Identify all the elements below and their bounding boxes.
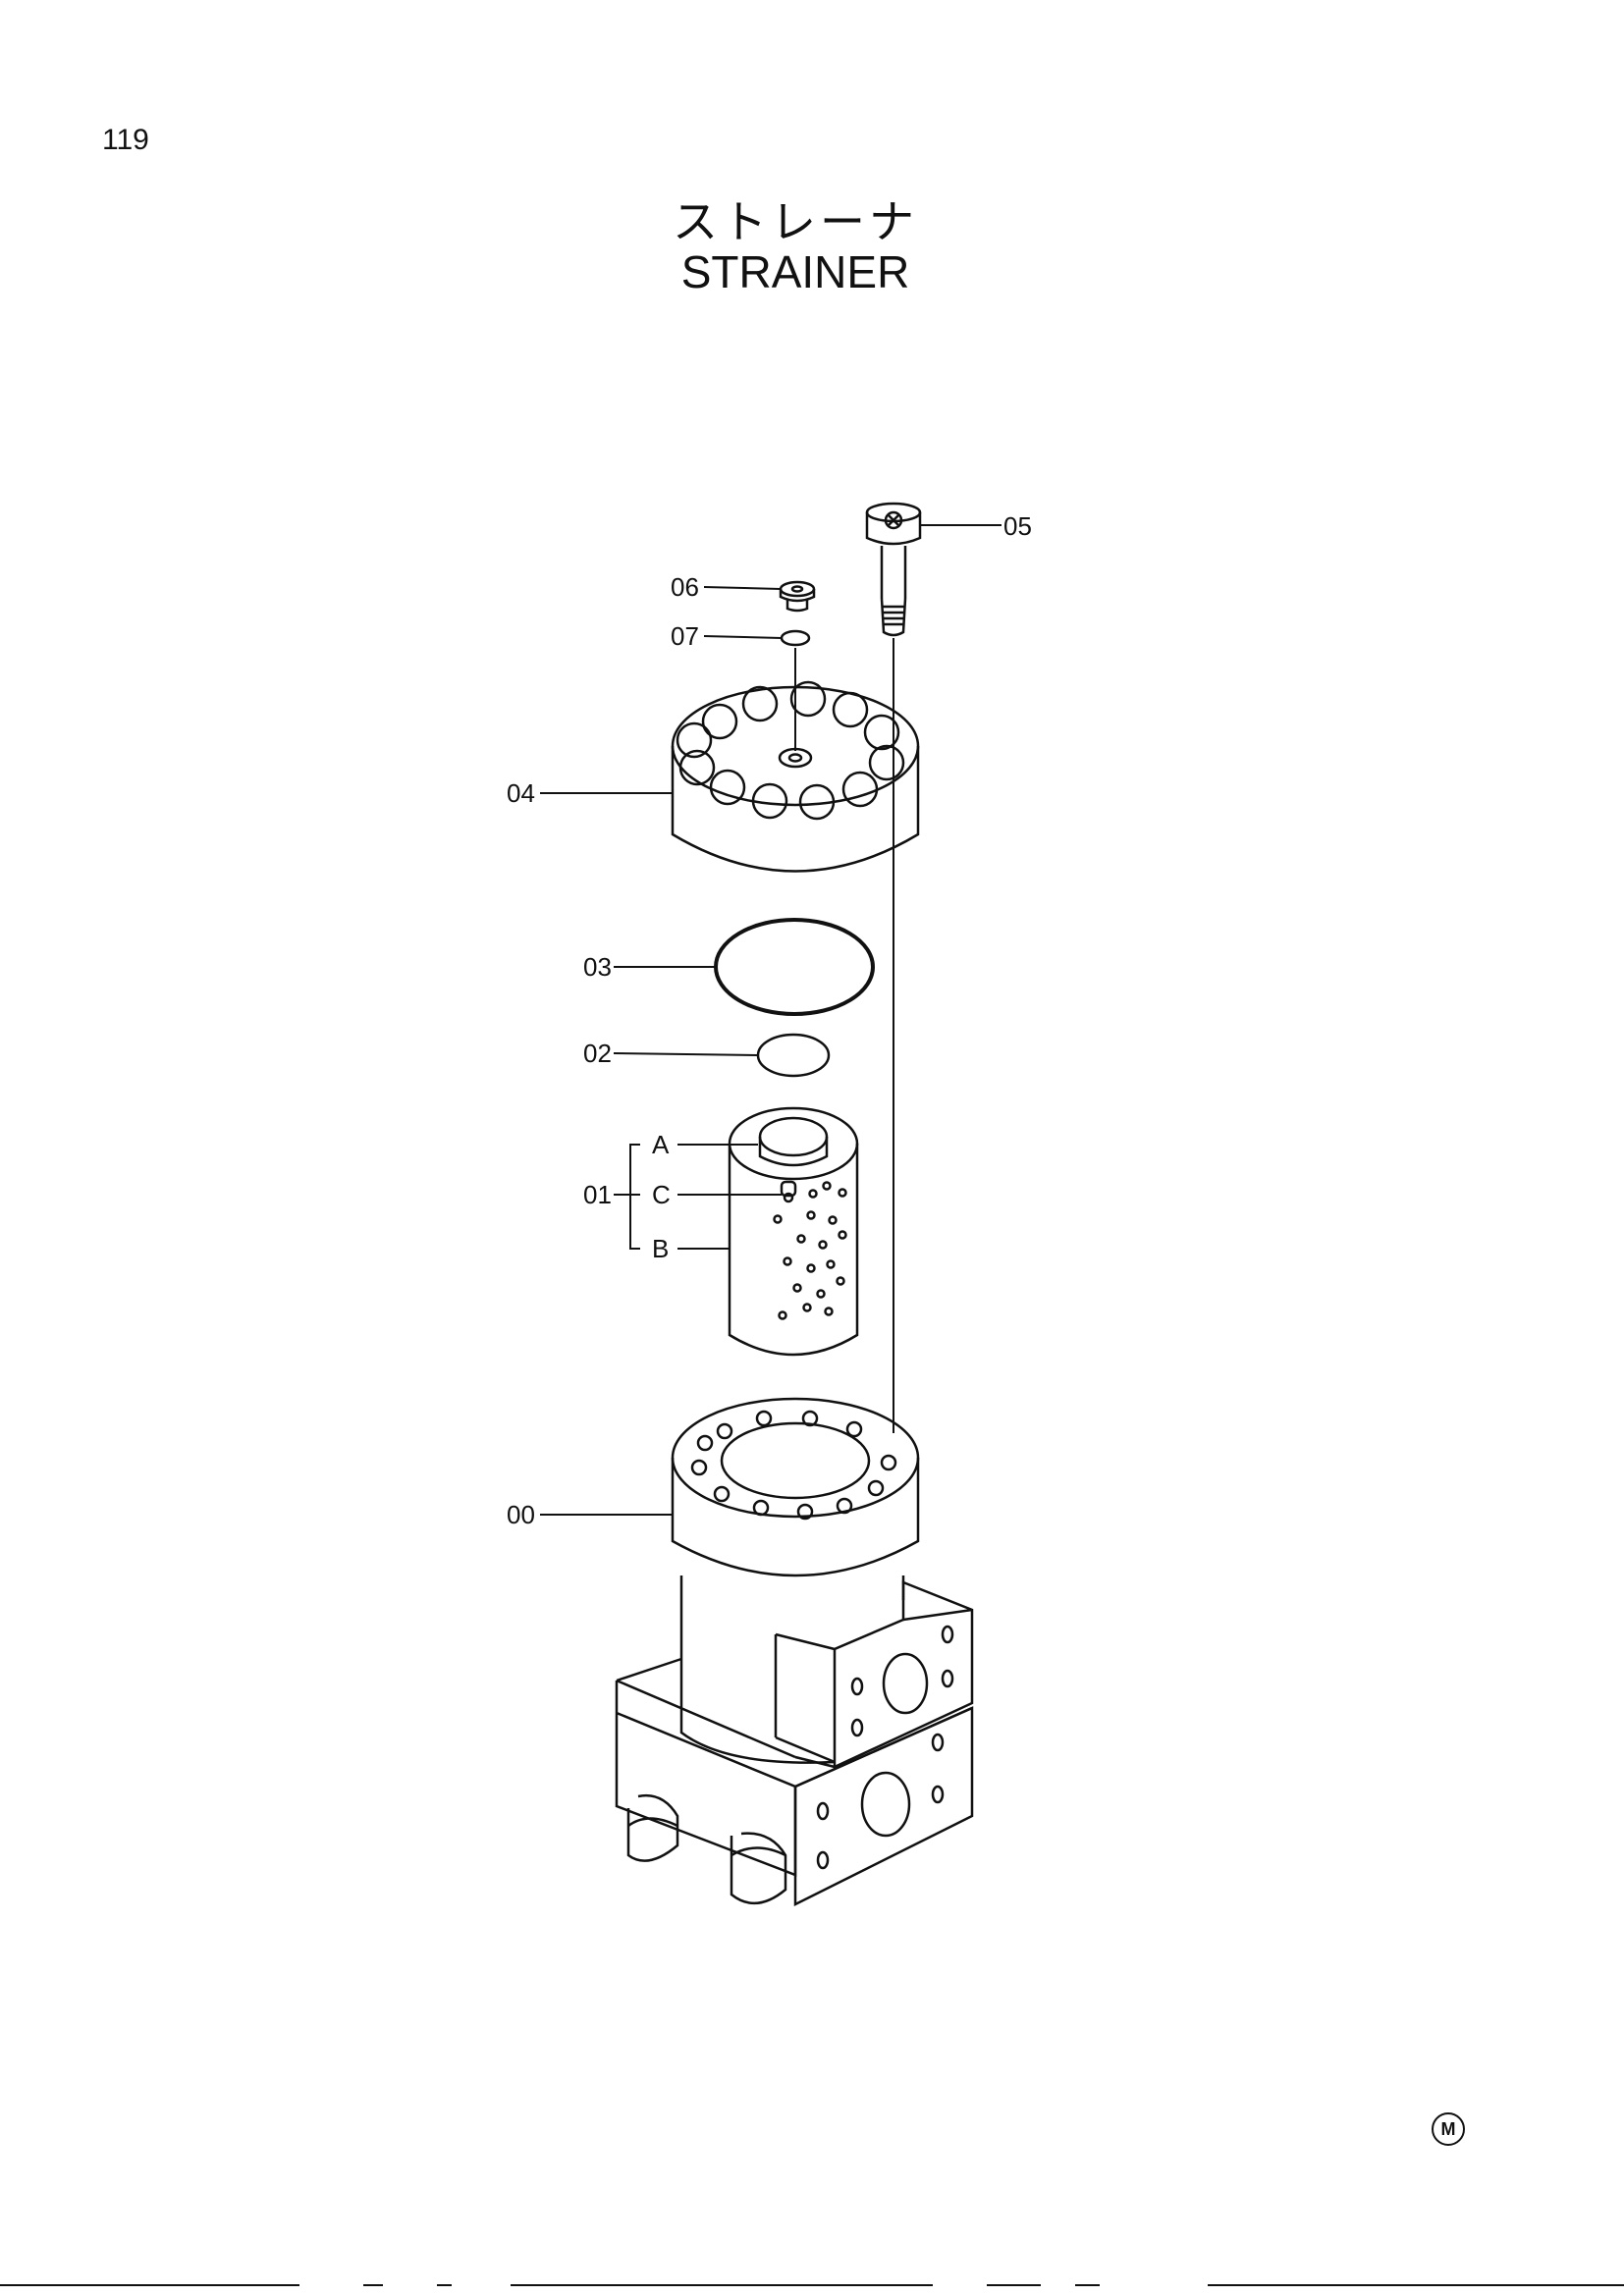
label-02: 02 xyxy=(583,1039,612,1068)
label-c: C xyxy=(652,1180,671,1209)
label-06: 06 xyxy=(671,572,699,602)
page-title-english: STRAINER xyxy=(680,246,910,297)
label-07: 07 xyxy=(671,621,699,651)
oring-03 xyxy=(714,918,875,1016)
label-00: 00 xyxy=(507,1500,535,1529)
footer-rule xyxy=(0,2284,1624,2286)
strainer-body-00 xyxy=(615,1397,974,1907)
m-mark-icon: M xyxy=(1432,2112,1465,2146)
oring-02 xyxy=(756,1033,831,1078)
label-a: A xyxy=(652,1130,670,1159)
strainer-element-01 xyxy=(728,1106,859,1357)
label-05: 05 xyxy=(1003,511,1032,541)
label-b: B xyxy=(652,1234,669,1263)
leader-lines xyxy=(540,524,1001,1516)
label-04: 04 xyxy=(507,778,535,808)
page-title-japanese: ストレーナ xyxy=(673,195,918,248)
plug-06 xyxy=(779,580,816,613)
label-01: 01 xyxy=(583,1180,612,1209)
oring-07 xyxy=(780,629,811,647)
page-number: 119 xyxy=(102,124,149,156)
label-03: 03 xyxy=(583,952,612,982)
bolt-05 xyxy=(865,502,922,637)
